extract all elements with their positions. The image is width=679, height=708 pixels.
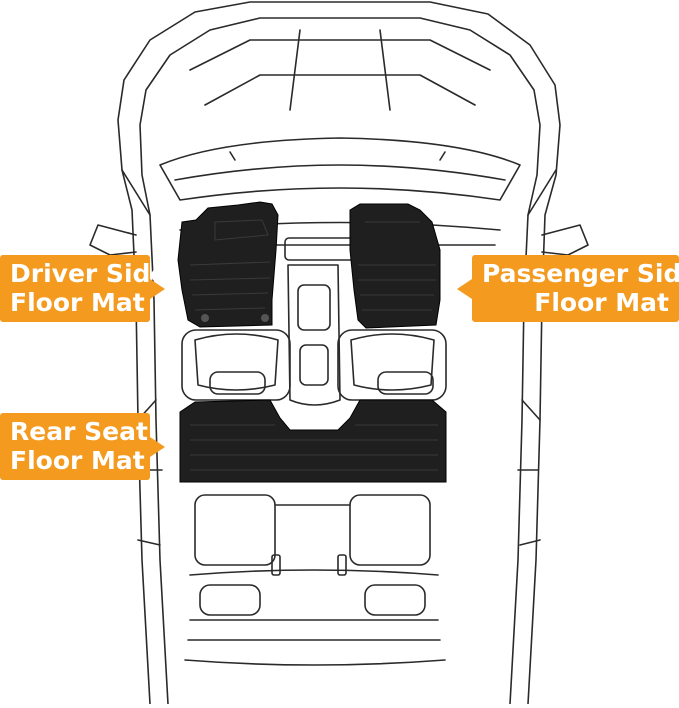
driver-mat-anchor (261, 314, 269, 322)
car-body-outline (89, 1, 589, 705)
driver-callout-line1: Driver Side (10, 258, 168, 288)
driver-side-floor-mat (177, 201, 279, 328)
driver-callout-line2: Floor Mat (10, 287, 145, 317)
rear-callout-line2: Floor Mat (10, 445, 145, 475)
passenger-callout-line1: Passenger Side (482, 258, 679, 288)
passenger-side-floor-mat (349, 203, 441, 329)
rear-callout-line1: Rear Seat (10, 416, 148, 446)
floor-mats (177, 201, 447, 483)
driver-mat-anchor (201, 314, 209, 322)
driver-side-floor-mat-callout: Driver Side Floor Mat (0, 255, 168, 322)
rear-seat-floor-mat-callout: Rear Seat Floor Mat (0, 413, 165, 480)
passenger-callout-line2: Floor Mat (534, 287, 669, 317)
passenger-side-floor-mat-callout: Passenger Side Floor Mat (457, 255, 679, 322)
rear-seat-floor-mat (179, 399, 447, 483)
